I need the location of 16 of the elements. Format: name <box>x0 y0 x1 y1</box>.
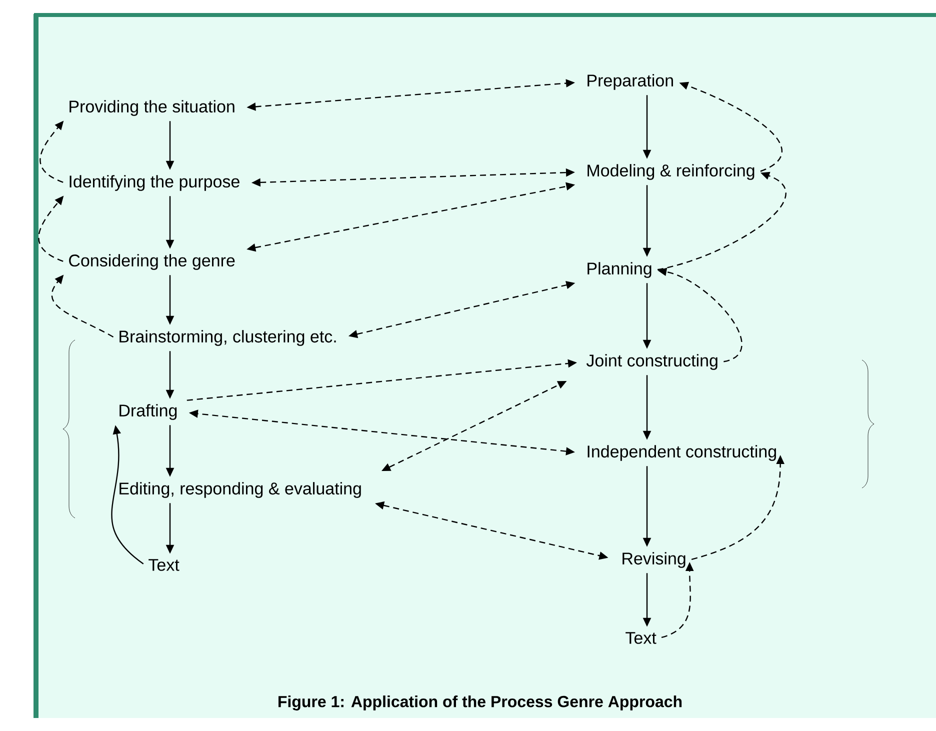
step-label: Modeling & reinforcing <box>588 164 754 180</box>
step-label: Planning <box>588 262 652 278</box>
step-label: Text <box>626 632 656 644</box>
figure-caption: Figure 1: Application of the Process Genre Approach <box>278 696 682 710</box>
step-label: Independent constructing <box>588 445 776 461</box>
step-label: Text <box>148 559 180 571</box>
arrow <box>657 172 786 270</box>
step-label: Preparation <box>588 74 673 90</box>
step-label: Providing the situation <box>70 100 234 116</box>
step-label: Identifying the purpose <box>70 175 240 191</box>
step-label: Brainstorming, clustering etc. <box>120 330 336 346</box>
step-label: Considering the genre <box>69 254 235 270</box>
step-label: Revising <box>622 552 686 568</box>
step-label: Joint constructing <box>586 354 718 370</box>
step-label: Editing, responding & evaluating <box>120 482 361 498</box>
step-label: Drafting <box>120 404 177 420</box>
